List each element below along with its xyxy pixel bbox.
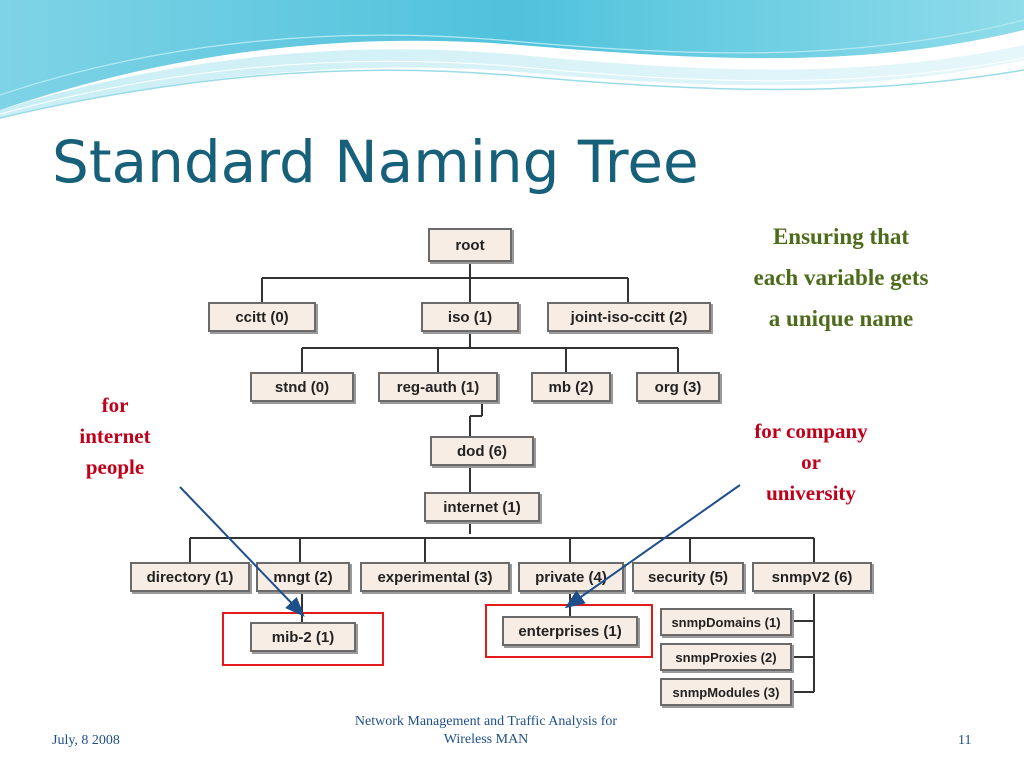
internet-people-note: for internet people [60, 390, 170, 483]
page-title: Standard Naming Tree [52, 128, 699, 196]
tree-node-snmpdomains: snmpDomains (1) [660, 608, 792, 636]
tree-node-enterprises: enterprises (1) [502, 616, 638, 646]
tree-node-stnd: stnd (0) [250, 372, 354, 402]
tree-node-directory: directory (1) [130, 562, 250, 592]
tree-node-reg-auth: reg-auth (1) [378, 372, 498, 402]
tree-node-root: root [428, 228, 512, 262]
note-line: a unique name [768, 306, 914, 331]
tree-node-private: private (4) [518, 562, 624, 592]
page-number: 11 [958, 733, 972, 748]
tree-node-snmpproxies: snmpProxies (2) [660, 643, 792, 671]
unique-name-note: Ensuring that each variable gets a uniqu… [716, 216, 966, 339]
note-line: or [801, 450, 821, 474]
note-line: university [766, 481, 856, 505]
tree-node-iso: iso (1) [421, 302, 519, 332]
tree-node-security: security (5) [632, 562, 744, 592]
tree-node-mib-2: mib-2 (1) [250, 622, 356, 652]
note-line: Ensuring that [772, 224, 910, 249]
footer-title-line: Network Management and Traffic Analysis … [354, 714, 618, 729]
tree-node-snmpv2: snmpV2 (6) [752, 562, 872, 592]
note-line: people [85, 455, 145, 479]
tree-node-org: org (3) [636, 372, 720, 402]
tree-node-snmpmodules: snmpModules (3) [660, 678, 792, 706]
tree-node-joint-iso-ccitt: joint-iso-ccitt (2) [547, 302, 711, 332]
tree-node-experimental: experimental (3) [360, 562, 510, 592]
footer-title-line: Wireless MAN [443, 732, 529, 747]
tree-node-mngt: mngt (2) [256, 562, 350, 592]
note-line: each variable gets [753, 265, 929, 290]
note-line: for company [754, 419, 868, 443]
note-line: for [101, 393, 129, 417]
footer-title: Network Management and Traffic Analysis … [300, 713, 672, 749]
tree-node-dod: dod (6) [430, 436, 534, 466]
header-wave-decoration [0, 0, 1024, 119]
tree-node-mb: mb (2) [531, 372, 611, 402]
note-line: internet [79, 424, 151, 448]
footer-date: July, 8 2008 [52, 733, 120, 748]
tree-node-internet: internet (1) [424, 492, 540, 522]
company-university-note: for company or university [730, 416, 892, 509]
tree-node-ccitt: ccitt (0) [208, 302, 316, 332]
